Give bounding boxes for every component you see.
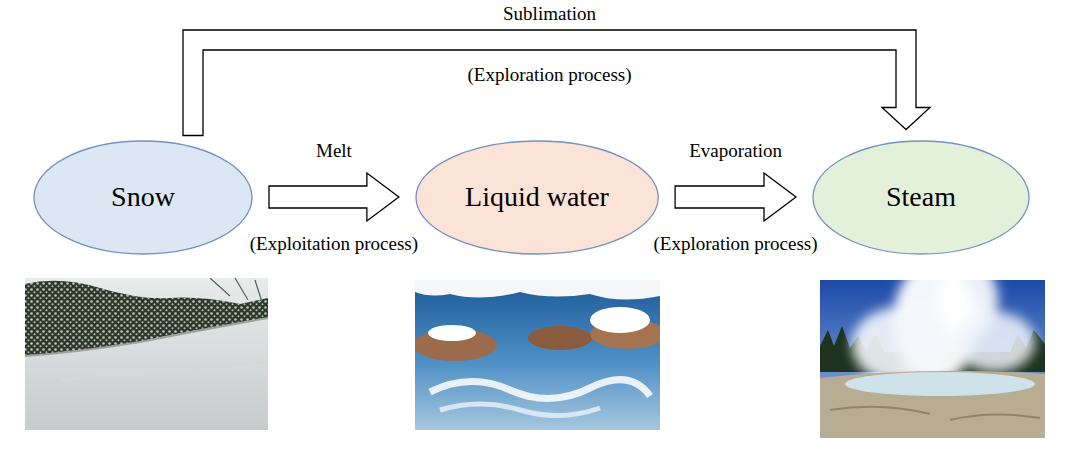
process-name: Evaporation bbox=[686, 140, 785, 163]
steam-photo bbox=[820, 280, 1045, 438]
process-type: (Exploration process) bbox=[464, 64, 634, 87]
block-arrow bbox=[183, 30, 930, 136]
state-ellipse: Steam bbox=[812, 140, 1030, 255]
process-name: Melt bbox=[313, 140, 355, 163]
block-arrow bbox=[269, 173, 399, 221]
node-text-group: Liquid water bbox=[465, 181, 609, 213]
ellipse-shape bbox=[34, 141, 252, 254]
process-type: (Exploitation process) bbox=[247, 233, 421, 256]
water-photo bbox=[415, 280, 660, 430]
state-ellipse: Liquid water bbox=[415, 140, 659, 255]
state-name: Liquid water bbox=[465, 181, 609, 213]
state-ellipse: Snow bbox=[33, 140, 253, 255]
ellipse-shape bbox=[416, 141, 658, 254]
process-name: Sublimation bbox=[500, 3, 599, 26]
snow-photo bbox=[25, 278, 268, 430]
state-name: Snow bbox=[111, 181, 175, 213]
process-type: (Exploration process) bbox=[651, 233, 821, 256]
node-text-group: Snow bbox=[111, 181, 175, 213]
ellipse-shape bbox=[813, 141, 1029, 254]
state-name: Steam bbox=[886, 181, 956, 213]
block-arrow bbox=[675, 173, 796, 221]
node-text-group: Steam bbox=[886, 181, 956, 213]
